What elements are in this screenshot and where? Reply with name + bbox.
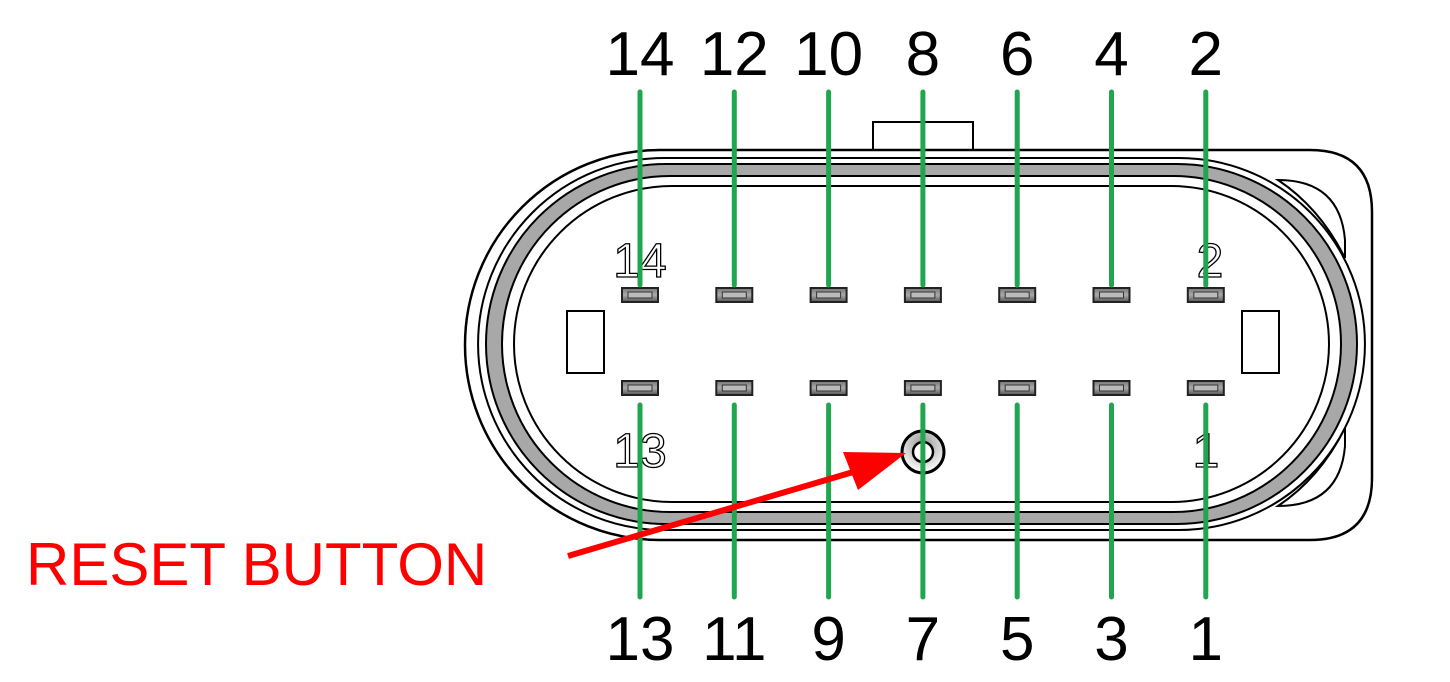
contact-inner-pin-5 <box>1004 384 1030 392</box>
keying-notch-top <box>1274 178 1346 259</box>
pin-label-8: 8 <box>906 20 940 89</box>
pin-label-6: 6 <box>1000 20 1034 89</box>
pin-label-11: 11 <box>702 605 766 674</box>
callout-arrowhead <box>843 452 906 490</box>
pin-label-1: 1 <box>1189 605 1223 674</box>
key-slot-left <box>566 310 605 374</box>
contact-inner-pin-8 <box>910 291 936 299</box>
key-slot-right <box>1241 310 1280 374</box>
callout-arrow-line <box>567 467 861 559</box>
contact-inner-pin-9 <box>816 384 842 392</box>
contact-inner-pin-3 <box>1099 384 1124 392</box>
pin-label-2: 2 <box>1189 20 1223 89</box>
contact-inner-pin-11 <box>721 384 747 392</box>
contact-inner-pin-14 <box>627 291 653 299</box>
callout-label: RESET BUTTON <box>26 531 487 598</box>
pin-label-13: 13 <box>606 605 675 674</box>
pin-label-9: 9 <box>811 605 845 674</box>
cavity-wall <box>513 185 1330 503</box>
pin-label-4: 4 <box>1094 20 1128 89</box>
contact-inner-pin-12 <box>721 291 747 299</box>
contact-inner-pin-4 <box>1099 291 1124 299</box>
keying-notch-bottom <box>1274 427 1346 508</box>
contact-inner-pin-10 <box>816 291 842 299</box>
pin-label-12: 12 <box>700 20 769 89</box>
pin-label-7: 7 <box>906 605 940 674</box>
pin-label-14: 14 <box>606 20 675 89</box>
pin-label-3: 3 <box>1094 605 1128 674</box>
pin-label-5: 5 <box>1000 605 1034 674</box>
contact-inner-pin-13 <box>627 384 653 392</box>
contact-inner-pin-7 <box>910 384 936 392</box>
embossed-label-top-right: 2 <box>1197 235 1224 288</box>
contact-inner-pin-6 <box>1004 291 1030 299</box>
contact-inner-pin-1 <box>1193 384 1219 392</box>
pin-label-10: 10 <box>794 20 863 89</box>
contact-inner-pin-2 <box>1193 291 1219 299</box>
